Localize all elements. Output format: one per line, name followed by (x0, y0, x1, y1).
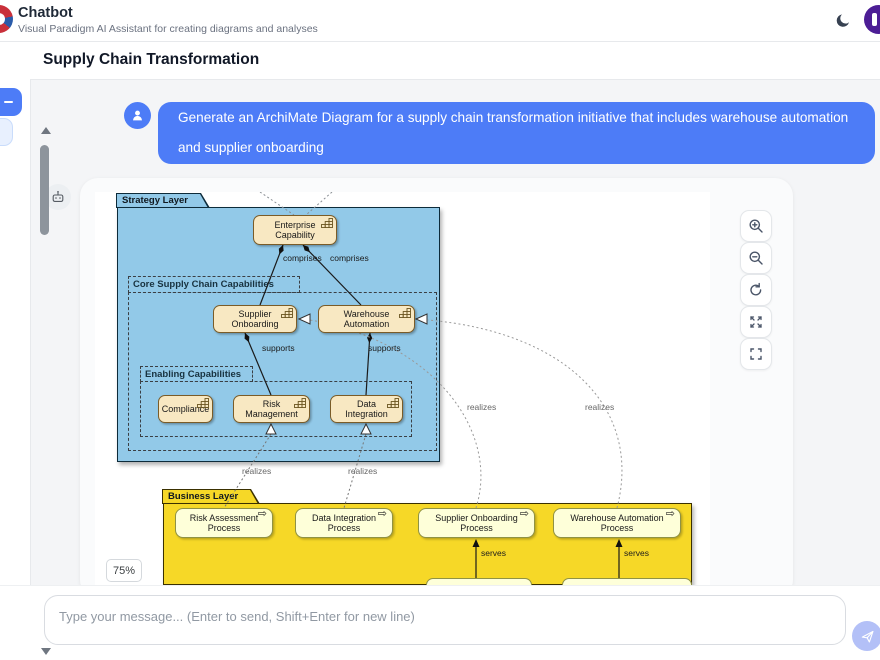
business-layer-tab: Business Layer (162, 489, 260, 504)
node-enterprise-capability: Enterprise Capability (253, 215, 337, 245)
app-title: Chatbot (18, 5, 73, 21)
node-data-integration-process: Data Integration Process ⇨ (295, 508, 393, 538)
fullscreen-icon (750, 348, 762, 360)
node-label: Supplier Onboarding (231, 309, 279, 329)
capability-icon (399, 308, 411, 318)
zoom-level-badge: 75% (106, 559, 142, 582)
node-risk-assessment-process: Risk Assessment Process ⇨ (175, 508, 273, 538)
edge-label-comprises-2: comprises (330, 253, 369, 263)
person-icon (133, 110, 142, 121)
user-profile-avatar[interactable] (864, 5, 880, 34)
node-risk-management: Risk Management (233, 395, 310, 423)
scrollbar-up-arrow[interactable] (41, 127, 51, 134)
conversation-title: Supply Chain Transformation (43, 51, 260, 68)
conversation-header: Supply Chain Transformation (30, 41, 880, 80)
node-label: Data Integration Process (311, 513, 377, 533)
process-icon: ⇨ (519, 508, 529, 520)
user-message-bubble: Generate an ArchiMate Diagram for a supp… (158, 102, 875, 164)
app-subtitle: Visual Paradigm AI Assistant for creatin… (18, 23, 318, 35)
robot-icon (52, 191, 64, 202)
node-label: Compliance (161, 404, 210, 414)
node-partial-bottom-right (562, 578, 692, 585)
reset-icon (750, 282, 762, 296)
zoom-out-icon (749, 251, 763, 265)
bot-avatar (45, 184, 71, 210)
process-icon: ⇨ (665, 508, 675, 520)
sidebar-strip (0, 41, 31, 660)
edge-label-realizes-4: realizes (585, 402, 615, 412)
message-composer (0, 585, 880, 660)
node-supplier-onboarding: Supplier Onboarding (213, 305, 297, 333)
edge-label-realizes-3: realizes (467, 402, 497, 412)
send-icon (861, 630, 873, 642)
node-label: Enterprise Capability (274, 220, 316, 240)
app-header: Chatbot Visual Paradigm AI Assistant for… (0, 0, 880, 42)
enabling-capabilities-group (140, 381, 412, 437)
visual-paradigm-logo (0, 5, 13, 33)
business-layer-tab-label: Business Layer (163, 490, 258, 504)
reset-view-button[interactable] (740, 274, 772, 306)
moon-icon (836, 13, 849, 27)
scrollbar-down-arrow[interactable] (41, 648, 51, 655)
node-label: Warehouse Automation Process (570, 513, 664, 533)
node-label: Supplier Onboarding Process (435, 513, 518, 533)
node-warehouse-automation: Warehouse Automation (318, 305, 415, 333)
node-partial-bottom-left (426, 578, 532, 585)
diagram-canvas[interactable]: Strategy Layer Core Supply Chain Capabil… (95, 192, 710, 585)
edge-label-supports-1: supports (262, 343, 295, 353)
new-chat-button-partial[interactable] (0, 88, 22, 116)
capability-icon (197, 398, 209, 408)
zoom-out-button[interactable] (740, 242, 772, 274)
zoom-in-icon (749, 219, 763, 233)
edge-label-serves-1: serves (481, 548, 507, 558)
fit-to-screen-button[interactable] (740, 306, 772, 338)
dark-mode-toggle[interactable] (832, 9, 854, 31)
capability-icon (281, 308, 293, 318)
zoom-in-button[interactable] (740, 210, 772, 242)
node-supplier-onboarding-process: Supplier Onboarding Process ⇨ (418, 508, 535, 538)
capability-icon (321, 218, 333, 228)
capability-icon (294, 398, 306, 408)
process-icon: ⇨ (257, 508, 267, 520)
message-input[interactable] (44, 595, 846, 645)
expand-arrows-icon (750, 316, 762, 328)
node-label: Data Integration (345, 399, 388, 419)
user-message-text: Generate an ArchiMate Diagram for a supp… (178, 110, 849, 155)
edge-label-serves-2: serves (624, 548, 650, 558)
node-label: Warehouse Automation (343, 309, 390, 329)
node-warehouse-automation-process: Warehouse Automation Process ⇨ (553, 508, 681, 538)
edge-label-realizes-1: realizes (242, 466, 272, 476)
send-button[interactable] (852, 621, 880, 651)
node-data-integration: Data Integration (330, 395, 403, 423)
node-compliance: Compliance (158, 395, 213, 423)
edge-label-supports-2: supports (368, 343, 401, 353)
user-avatar (124, 102, 151, 129)
scrollbar-thumb[interactable] (40, 145, 49, 235)
node-label: Risk Assessment Process (189, 513, 259, 533)
fullscreen-button[interactable] (740, 338, 772, 370)
chat-list-item-partial[interactable] (0, 118, 13, 146)
edge-label-comprises-1: comprises (283, 253, 322, 263)
process-icon: ⇨ (377, 508, 387, 520)
strategy-layer-tab-label: Strategy Layer (117, 194, 208, 208)
core-capabilities-group (128, 292, 437, 451)
strategy-layer-tab: Strategy Layer (116, 193, 210, 208)
capability-icon (387, 398, 399, 408)
node-label: Risk Management (245, 399, 298, 419)
edge-label-realizes-2: realizes (348, 466, 378, 476)
